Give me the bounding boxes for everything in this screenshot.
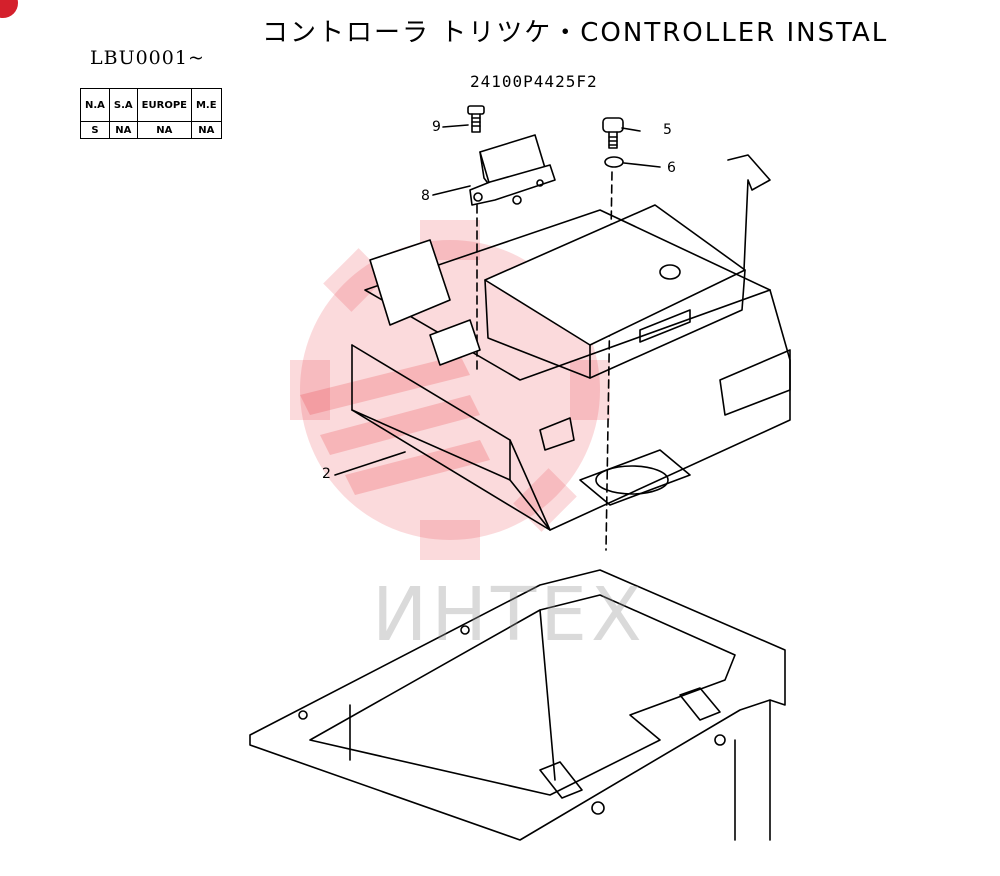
centerline-bolt bbox=[605, 171, 613, 551]
relay-part-8 bbox=[469, 134, 556, 206]
screw-part-9 bbox=[467, 105, 485, 133]
leader-8 bbox=[432, 185, 471, 196]
serial-range: LBU0001~ bbox=[90, 47, 205, 69]
availability-value-row: S NA NA NA bbox=[80, 121, 222, 139]
controller-unit bbox=[484, 204, 746, 379]
watermark-stripes bbox=[300, 355, 490, 495]
leader-5 bbox=[621, 127, 641, 132]
part-number: 24100P4425F2 bbox=[470, 72, 598, 91]
leader-2 bbox=[334, 451, 406, 476]
callout-8: 8 bbox=[421, 188, 430, 204]
leader-9 bbox=[442, 124, 469, 128]
callout-2: 2 bbox=[322, 466, 331, 482]
watermark-gear-icon bbox=[290, 220, 610, 560]
value-na: S bbox=[80, 121, 110, 139]
callout-5: 5 bbox=[663, 122, 672, 138]
value-europe: NA bbox=[136, 121, 192, 139]
callout-6: 6 bbox=[667, 160, 676, 176]
page-title: コントローラ トリツケ・CONTROLLER INSTAL bbox=[262, 18, 889, 48]
hook-bracket bbox=[727, 154, 771, 271]
callout-9: 9 bbox=[432, 119, 441, 135]
corner-logo-mark bbox=[0, 0, 18, 18]
mounting-plate-part-2 bbox=[351, 209, 791, 531]
washer-part-6 bbox=[604, 156, 624, 168]
region-na: N.A bbox=[80, 88, 110, 122]
lower-frame bbox=[249, 569, 786, 841]
leader-6 bbox=[623, 162, 661, 168]
bolt-part-5 bbox=[602, 117, 624, 149]
value-me: NA bbox=[190, 121, 222, 139]
watermark-text: ИНТЕХ bbox=[372, 572, 646, 658]
availability-table: N.A S.A EUROPE M.E S NA NA NA bbox=[80, 88, 222, 139]
